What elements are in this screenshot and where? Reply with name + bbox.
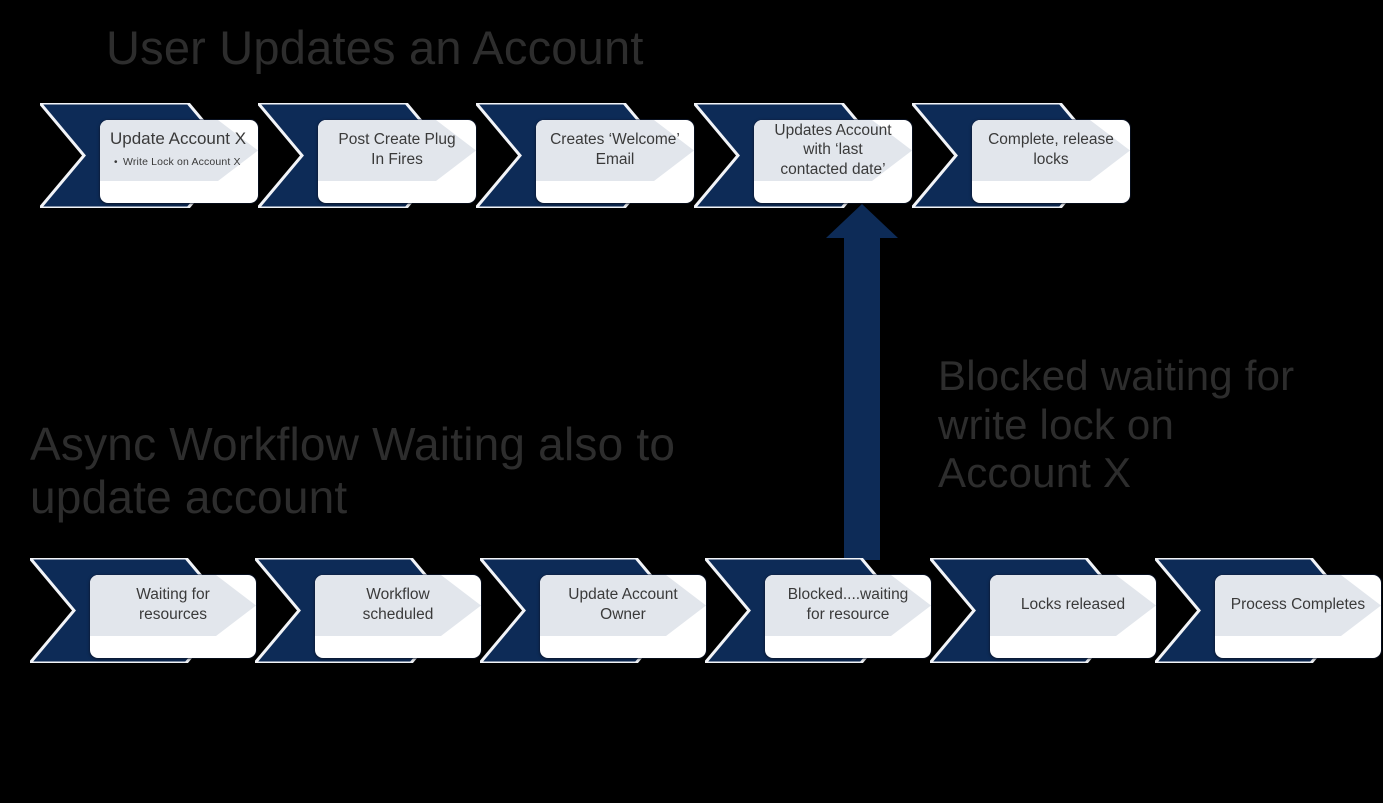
page-title-user-updates: User Updates an Account	[106, 21, 644, 74]
step-card[interactable]: Complete, release locks	[972, 120, 1130, 203]
step-card-title: Updates Account with ‘last contacted dat…	[774, 121, 892, 178]
step-card[interactable]: Workflow scheduled	[315, 575, 481, 658]
section-title-async-workflow: Async Workflow Waiting also to update ac…	[30, 418, 676, 524]
step-card-title: Locks released	[1020, 596, 1126, 614]
step-card[interactable]: Update Account X Write Lock on Account X	[100, 120, 258, 203]
step-card-title: Update Account X	[110, 129, 247, 148]
process-step[interactable]: Blocked....waiting for resource	[705, 558, 931, 663]
step-card[interactable]: Waiting for resources	[90, 575, 256, 658]
step-card[interactable]: Update Account Owner	[540, 575, 706, 658]
step-card[interactable]: Process Completes	[1215, 575, 1381, 658]
step-card[interactable]: Post Create Plug In Fires	[318, 120, 476, 203]
step-card-title: Blocked....waiting for resource	[787, 586, 909, 623]
process-step[interactable]: Post Create Plug In Fires	[258, 103, 476, 208]
process-step[interactable]: Updates Account with ‘last contacted dat…	[694, 103, 912, 208]
step-card-title: Creates ‘Welcome’ Email	[550, 131, 680, 168]
step-card[interactable]: Blocked....waiting for resource	[765, 575, 931, 658]
step-card[interactable]: Creates ‘Welcome’ Email	[536, 120, 694, 203]
process-step[interactable]: Creates ‘Welcome’ Email	[476, 103, 694, 208]
process-step[interactable]: Waiting for resources	[30, 558, 256, 663]
step-card-title: Post Create Plug In Fires	[338, 131, 456, 168]
step-card-bullet-list: Write Lock on Account X	[110, 155, 241, 170]
annotation-blocked-waiting: Blocked waiting for write lock on Accoun…	[938, 352, 1295, 497]
upward-block-arrow	[826, 204, 898, 560]
step-card-body: Update Account X Write Lock on Account X	[100, 120, 258, 203]
step-card-title: Process Completes	[1230, 596, 1366, 614]
top-process-row: Update Account X Write Lock on Account X P…	[0, 103, 1383, 208]
bottom-process-row: Waiting for resources Workflow scheduled U…	[0, 558, 1383, 663]
process-step[interactable]: Process Completes	[1155, 558, 1381, 663]
step-card-title: Update Account Owner	[568, 586, 678, 623]
process-step[interactable]: Update Account X Write Lock on Account X	[40, 103, 258, 208]
step-card-title: Workflow scheduled	[362, 586, 434, 623]
process-step[interactable]: Update Account Owner	[480, 558, 706, 663]
step-card-title: Waiting for resources	[136, 586, 210, 623]
step-card[interactable]: Updates Account with ‘last contacted dat…	[754, 120, 912, 203]
process-step[interactable]: Locks released	[930, 558, 1156, 663]
step-card-title: Complete, release locks	[988, 131, 1114, 168]
process-step[interactable]: Complete, release locks	[912, 103, 1130, 208]
step-card-bullet: Write Lock on Account X	[114, 155, 241, 170]
upward-block-arrow-icon	[826, 204, 898, 560]
process-step[interactable]: Workflow scheduled	[255, 558, 481, 663]
step-card[interactable]: Locks released	[990, 575, 1156, 658]
